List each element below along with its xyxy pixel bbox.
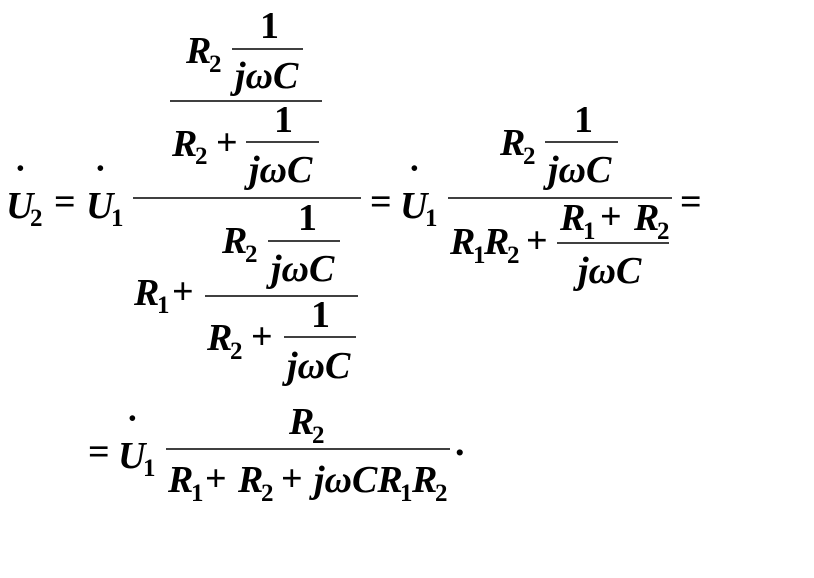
j-omega-c: jωC: [573, 250, 642, 292]
plus-sign: +: [216, 122, 238, 164]
r1-symbol: R: [559, 197, 585, 239]
u2-dot-accent: ˙: [14, 159, 27, 201]
r2-symbol: R: [221, 220, 247, 262]
plus-sign: +: [172, 271, 194, 313]
simplified-fraction: R 2 1 jωC R 1 R 2 + R 1 + R 2 jωC: [448, 99, 672, 292]
u1-subscript: 1: [143, 455, 156, 482]
equation-line-1: U ˙ 2 = U ˙ 1 R 2 1 jωC R 2: [6, 5, 702, 387]
r2-symbol: R: [171, 123, 197, 165]
plus-sign: +: [251, 316, 273, 358]
u1-subscript: 1: [111, 205, 124, 232]
j-omega-c: jωC: [282, 345, 351, 387]
u2-subscript: 2: [30, 205, 43, 232]
u1-subscript: 1: [425, 205, 438, 232]
r2-symbol: R: [411, 459, 437, 501]
r2-symbol: R: [237, 459, 263, 501]
r1-symbol: R: [167, 459, 193, 501]
u1-term-b: U ˙ 1: [400, 159, 438, 232]
u1-symbol: U: [86, 185, 116, 227]
r2-subscript: 2: [312, 422, 325, 449]
r2-symbol: R: [185, 30, 211, 72]
one-numerator: 1: [311, 294, 330, 336]
u1-symbol: U: [400, 185, 430, 227]
u1-symbol: U: [118, 435, 148, 477]
r2-subscript: 2: [209, 51, 222, 78]
r1-symbol: R: [449, 221, 475, 263]
r1-subscript: 1: [583, 218, 596, 245]
u1-dot-accent: ˙: [408, 159, 421, 201]
nested-numerator: R 2 1 jωC R 2 + 1 jωC: [170, 5, 322, 191]
period: .: [455, 422, 465, 464]
j-omega-c: jωC: [244, 149, 313, 191]
r2-subscript: 2: [245, 241, 258, 268]
r1-subscript: 1: [473, 242, 486, 269]
j-omega-c: jωC: [230, 55, 299, 97]
one-numerator: 1: [298, 197, 317, 239]
equals-sign-4: =: [88, 431, 110, 473]
r2-symbol: R: [633, 197, 659, 239]
u1-term-c: U ˙ 1: [118, 409, 156, 482]
r2-subscript: 2: [195, 143, 208, 170]
r2-subscript: 2: [261, 480, 274, 507]
r2-symbol: R: [206, 317, 232, 359]
r2-symbol: R: [499, 122, 525, 164]
plus-sign: +: [281, 458, 303, 500]
r2-subscript: 2: [657, 218, 670, 245]
final-fraction: R 2 R 1 + R 2 + jωCR 1 R 2: [166, 401, 450, 507]
r2-symbol: R: [288, 401, 314, 443]
equals-sign-3: =: [680, 181, 702, 223]
r1-subscript: 1: [157, 292, 170, 319]
r2-symbol: R: [483, 221, 509, 263]
one-numerator: 1: [274, 99, 293, 141]
r1-subscript: 1: [400, 480, 413, 507]
equals-sign-1: =: [54, 181, 76, 223]
u2-symbol: U: [6, 185, 36, 227]
equation-line-2: = U ˙ 1 R 2 R 1 + R 2 + jωCR 1 R 2 .: [88, 401, 465, 507]
equals-sign-2: =: [370, 181, 392, 223]
nested-fraction: R 2 1 jωC R 2 + 1 jωC R 1 +: [133, 5, 361, 387]
j-omega-c: jωC: [266, 248, 335, 290]
r2-subscript: 2: [523, 143, 536, 170]
j-omega-c: jωC: [543, 149, 612, 191]
r2-subscript: 2: [507, 242, 520, 269]
j-omega-c-r: jωCR: [309, 459, 403, 501]
one-numerator: 1: [260, 5, 279, 47]
nested-denominator: R 1 + R 2 1 jωC R 2 + 1 jωC: [133, 197, 358, 387]
r2-subscript: 2: [230, 338, 243, 365]
plus-sign: +: [600, 196, 622, 238]
r1-subscript: 1: [191, 480, 204, 507]
u1-dot-accent: ˙: [126, 409, 139, 451]
one-numerator: 1: [574, 99, 593, 141]
u1-dot-accent: ˙: [94, 159, 107, 201]
plus-sign: +: [526, 220, 548, 262]
r1-symbol: R: [133, 272, 159, 314]
r2-subscript: 2: [435, 480, 448, 507]
plus-sign: +: [205, 458, 227, 500]
u2-term: U ˙ 2: [6, 159, 43, 232]
u1-term-a: U ˙ 1: [86, 159, 124, 232]
